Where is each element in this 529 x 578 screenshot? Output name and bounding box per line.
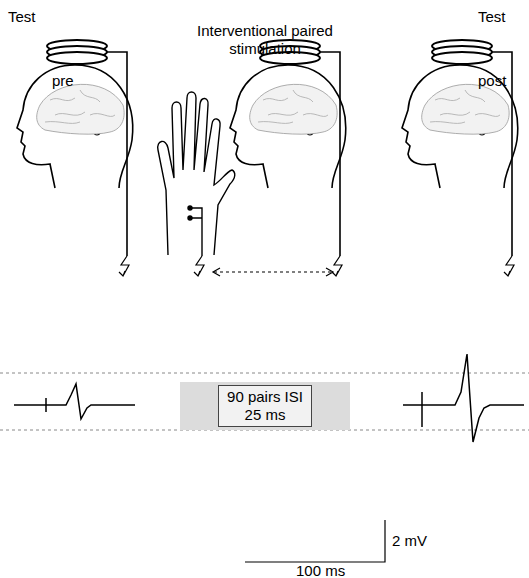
label: Interventional paired stimulation	[180, 22, 350, 58]
mep-trace	[403, 354, 524, 442]
hand	[158, 92, 235, 276]
label: pre	[52, 72, 74, 90]
head-coil	[230, 40, 346, 276]
mep-trace	[14, 384, 135, 419]
head-coil	[402, 40, 518, 276]
label: 2 mV	[392, 532, 427, 550]
head-coil	[17, 40, 133, 276]
stimulation-band: 90 pairs ISI 25 ms	[180, 382, 350, 430]
scale-bar	[245, 520, 385, 562]
reference-line	[0, 373, 529, 430]
band-text: 90 pairs ISI 25 ms	[218, 385, 312, 427]
label: Test	[8, 8, 36, 26]
label: 100 ms	[296, 562, 345, 578]
label: post	[478, 72, 506, 90]
label: Test	[478, 8, 506, 26]
interval-arrow	[213, 268, 333, 276]
